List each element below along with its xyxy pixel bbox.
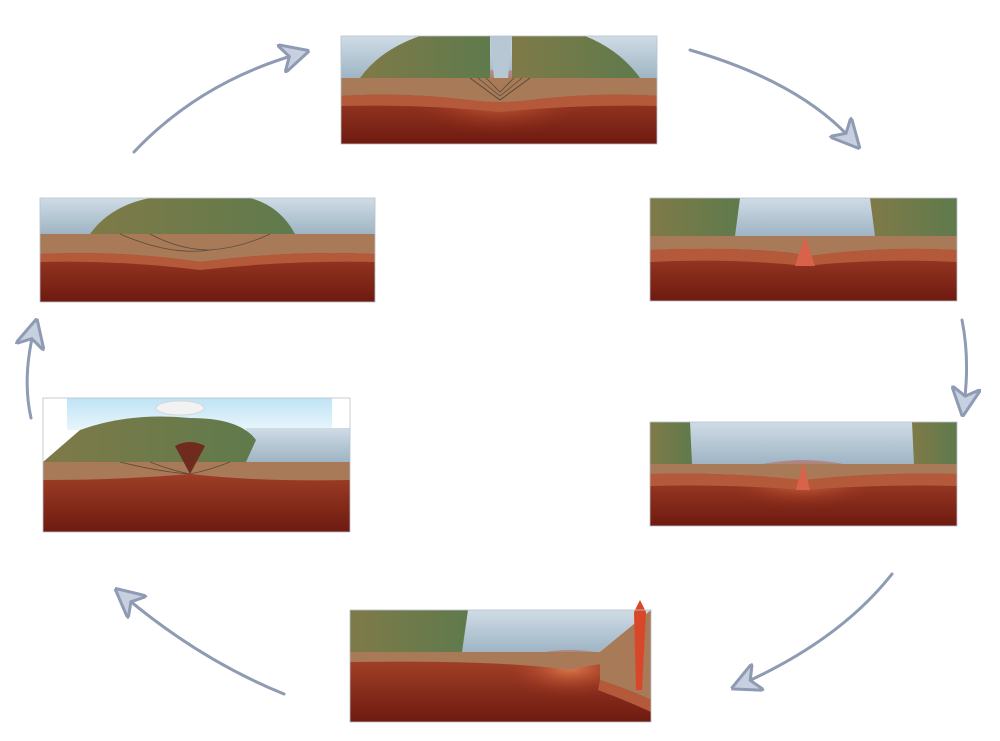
arrow-stage-2-to-3 (962, 318, 967, 405)
arrow-stage-1-to-2 (688, 48, 852, 140)
stage-5-collision-block (42, 397, 351, 533)
cycle-arrows (27, 48, 967, 696)
stage-4-subduction-block (349, 600, 652, 723)
stage-2-young-ocean-block (649, 197, 958, 302)
arrow-stage-5-to-6 (27, 330, 34, 420)
arrow-stage-6-to-1 (132, 54, 298, 154)
stage-6-eroded-mountains-block (39, 197, 376, 303)
stage-1-rifting-block (340, 35, 658, 150)
stage-3-wide-ocean-block (649, 421, 958, 527)
arrow-stage-4-to-5 (124, 596, 286, 696)
arrow-stage-3-to-4 (742, 572, 894, 684)
